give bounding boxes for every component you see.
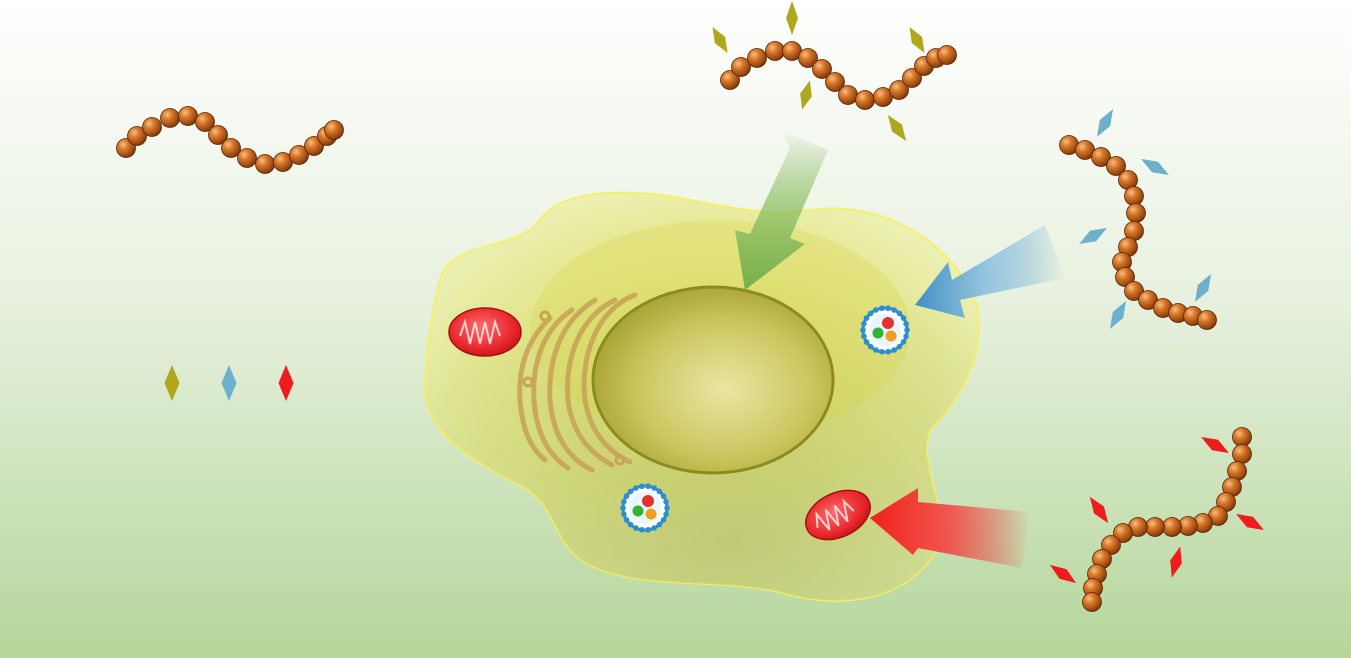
polymer-bead [855,90,875,110]
olive-diamond-icon [800,80,812,110]
polymer-bead [208,125,228,145]
polymer-bead [765,41,785,61]
polymer-bead [731,57,751,77]
red-ligand-polymer [1049,427,1264,612]
polymer-bead [720,70,740,90]
blue-diamond-icon [1141,159,1169,175]
blue-diamond-icon [1195,274,1211,302]
polymer-bead [1082,592,1102,612]
nucleus [591,285,835,475]
polymer-bead [838,85,858,105]
polymer-bead [255,154,275,174]
polymer-bead [195,112,215,132]
blue-diamond-icon [1079,228,1107,244]
polymer-bead [937,45,957,65]
polymer-bead [324,120,344,140]
polymer-bead [1232,444,1252,464]
cell [423,191,980,602]
blue-diamond-icon [1110,301,1126,329]
polymer-bead [1197,310,1217,330]
polymer-bead [902,68,922,88]
polymer-bead [1124,281,1144,301]
red-diamond-icon [1236,514,1264,530]
red-diamond-icon [1170,546,1182,578]
polymer-bead [127,126,147,146]
polymer-bead [289,145,309,165]
polymer-bead [1115,267,1135,287]
red-diamond-icon [1089,496,1109,524]
polymer-bead [237,148,257,168]
polymer-bead [1145,517,1165,537]
polymer-bead [889,80,909,100]
polymer-bead [1106,156,1126,176]
endosome-right [860,305,910,355]
polymer-bead [798,48,818,68]
polymer-bead [221,138,241,158]
olive-diamond-icon [909,27,925,53]
blue-diamond-icon [1097,109,1113,137]
olive-ligand-polymer [712,1,957,142]
golgi-apparatus [517,292,638,473]
arrow-green-to-nucleus [735,130,828,290]
blue-ligand-polymer [1059,109,1217,330]
polymer-bead [178,106,198,126]
endosome-bottom [620,483,670,533]
polymer-bead [812,59,832,79]
red-diamond-icon [1201,437,1229,453]
olive-diamond-icon [164,365,180,401]
polymer-bead [1232,427,1252,447]
arrow-blue-to-endosome [915,225,1065,318]
mitochondrion-left [448,307,522,357]
blue-diamond-icon [221,365,237,401]
polymer-bead [1126,203,1146,223]
polymer-bead [160,108,180,128]
olive-diamond-icon [887,114,907,142]
bare-polymer [116,106,344,174]
ligand-legend [164,365,294,401]
arrow-red-to-mitochondria [870,488,1030,568]
olive-diamond-icon [712,27,728,53]
golgi-vesicles [522,310,626,466]
polymer-bead [142,117,162,137]
olive-diamond-icon [786,1,798,35]
polymer-bead [1113,523,1133,543]
red-diamond-icon [1049,564,1077,584]
red-diamond-icon [278,365,294,401]
polymer-bead [1091,147,1111,167]
polymer-bead [825,72,845,92]
mitochondrion-right [805,489,871,541]
polymer-bead [747,48,767,68]
polymer-bead [1124,186,1144,206]
polymer-bead [1162,517,1182,537]
polymer-bead [1101,535,1121,555]
